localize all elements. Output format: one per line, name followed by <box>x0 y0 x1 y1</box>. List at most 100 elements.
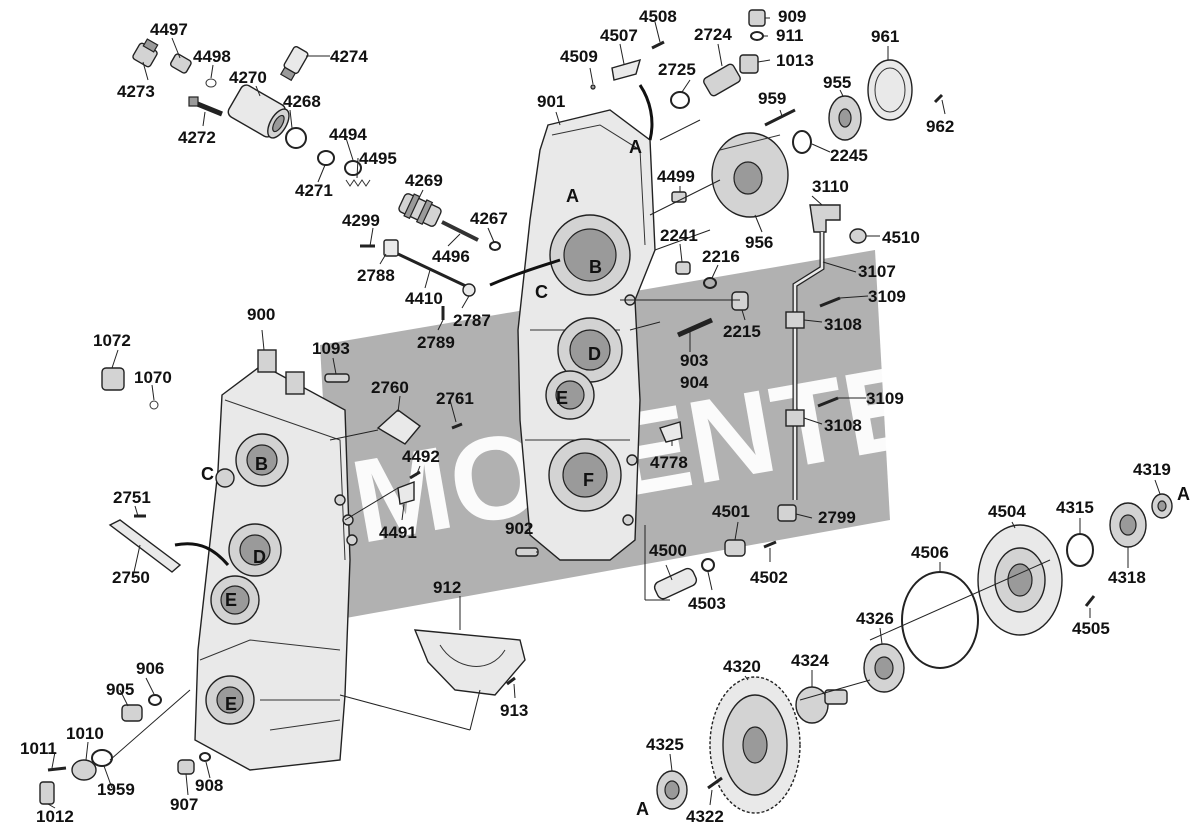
valve-assembly <box>101 38 501 410</box>
part-label: 2751 <box>113 488 151 507</box>
part-913-screw <box>506 676 516 686</box>
oil-line-assembly <box>777 204 867 522</box>
part-4508-screw <box>651 40 665 50</box>
part-label: 906 <box>136 659 164 678</box>
part-label: 3108 <box>824 315 862 334</box>
part-3110-tee <box>809 204 841 233</box>
part-label: 2245 <box>830 146 868 165</box>
part-3108-clamp-lower <box>785 409 805 427</box>
part-1070-washer <box>149 400 159 410</box>
part-2724-fitting <box>703 63 741 97</box>
zone-letter: E <box>556 388 568 408</box>
part-label: 2761 <box>436 389 474 408</box>
part-label: 959 <box>758 89 786 108</box>
part-label: 4496 <box>432 247 470 266</box>
part-label: 4500 <box>649 541 687 560</box>
part-4497-fitting <box>169 53 192 74</box>
part-label: 900 <box>247 305 275 324</box>
part-label: 4501 <box>712 502 750 521</box>
part-907-plug <box>177 759 195 775</box>
part-label: 4507 <box>600 26 638 45</box>
part-label: 905 <box>106 680 134 699</box>
part-2750-bar <box>108 514 182 573</box>
part-label: 4320 <box>723 657 761 676</box>
part-label: 4497 <box>150 20 188 39</box>
part-label: 2760 <box>371 378 409 397</box>
part-4318-hub <box>1109 502 1147 548</box>
part-label: 4499 <box>657 167 695 186</box>
part-label: 4325 <box>646 735 684 754</box>
part-label: 4326 <box>856 609 894 628</box>
part-961-cover <box>867 59 913 121</box>
part-label: 2215 <box>723 322 761 341</box>
zone-letter: A <box>629 137 642 157</box>
part-3109-screw-lower <box>817 396 839 408</box>
part-label: 4318 <box>1108 568 1146 587</box>
leader-arrow-left <box>174 542 230 566</box>
part-label: 4778 <box>650 453 688 472</box>
part-label: 1070 <box>134 368 172 387</box>
part-label: 4492 <box>402 447 440 466</box>
part-1072-plug <box>101 367 125 391</box>
part-3109-screw-upper <box>819 296 841 308</box>
part-4315-ring <box>1066 533 1094 567</box>
part-label: 4498 <box>193 47 231 66</box>
part-label: 955 <box>823 73 851 92</box>
part-4268-oring <box>285 127 307 149</box>
part-4273-fitting <box>132 38 159 68</box>
part-911-washer <box>750 31 764 41</box>
part-912-bearing-shell <box>413 629 526 696</box>
part-4510-cap <box>849 228 867 244</box>
part-4509-pin <box>590 84 596 90</box>
part-908-washer <box>199 752 211 762</box>
part-label: 4324 <box>791 651 829 670</box>
part-909-cap <box>748 9 766 27</box>
zone-letter: E <box>225 590 237 610</box>
part-label: 2787 <box>453 311 491 330</box>
part-4274-sensor <box>279 46 309 82</box>
part-2216-oring <box>703 277 717 289</box>
part-959-bolt <box>764 108 796 127</box>
housing-901 <box>517 109 656 561</box>
part-2245-oring <box>792 130 812 154</box>
part-4504-pump-cover <box>977 524 1063 636</box>
part-label: 3109 <box>868 287 906 306</box>
part-4324-shaft <box>795 686 848 724</box>
part-1093-pin <box>324 373 350 383</box>
part-4269-spool <box>398 193 442 227</box>
leader-arrow-center <box>489 258 561 287</box>
zone-letters: A A B C D E F B C D E E A A <box>201 137 1190 819</box>
leader-arrow-top <box>638 84 654 141</box>
part-956-pump <box>711 132 789 218</box>
part-label: 912 <box>433 578 461 597</box>
part-label: 956 <box>745 233 773 252</box>
part-2788-bracket <box>383 239 399 257</box>
zone-letter: B <box>255 454 268 474</box>
part-4502-screw <box>763 540 777 549</box>
part-label: 4267 <box>470 209 508 228</box>
part-label: 4508 <box>639 7 677 26</box>
part-4778-bracket <box>659 421 683 443</box>
part-4326-bearing <box>863 643 905 693</box>
part-905-plug <box>121 704 143 722</box>
part-label: 4268 <box>283 92 321 111</box>
part-label: 961 <box>871 27 899 46</box>
part-label: 4509 <box>560 47 598 66</box>
part-4496-pin <box>441 220 479 242</box>
part-label: 4495 <box>359 149 397 168</box>
part-label: 2724 <box>694 25 732 44</box>
part-label: 4274 <box>330 47 368 66</box>
part-label: 2216 <box>702 247 740 266</box>
part-1012-fitting <box>39 781 55 805</box>
part-label: 2725 <box>658 60 696 79</box>
part-4491-clip <box>397 480 415 505</box>
zone-letter: A <box>566 186 579 206</box>
part-label: 4273 <box>117 82 155 101</box>
part-label: 2788 <box>357 266 395 285</box>
part-label: 4410 <box>405 289 443 308</box>
housing-900 <box>194 349 358 771</box>
part-label: 1012 <box>36 807 74 826</box>
part-2761-screw <box>451 422 463 430</box>
part-label: 4502 <box>750 568 788 587</box>
zone-letter: A <box>1177 484 1190 504</box>
